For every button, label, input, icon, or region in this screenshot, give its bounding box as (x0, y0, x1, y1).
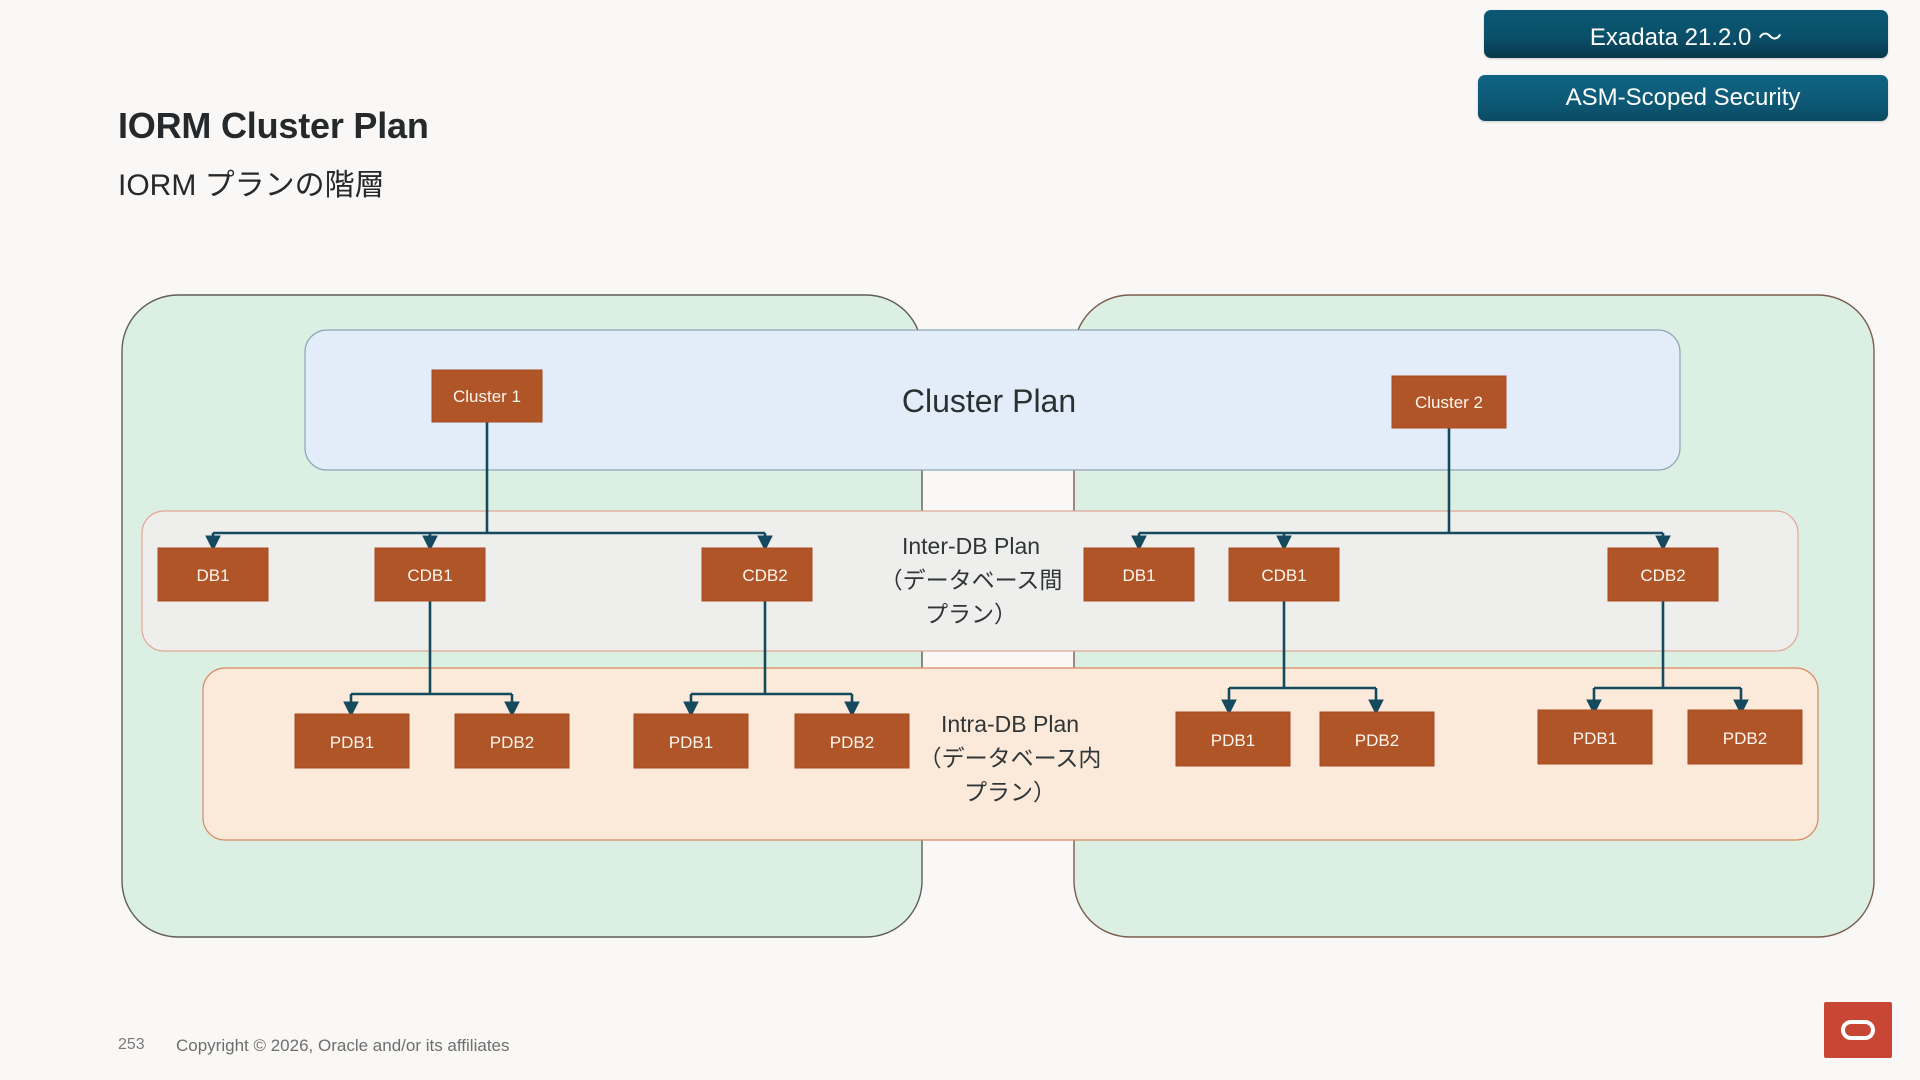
band-inter-db-plan-label-en: Inter-DB Plan (902, 533, 1040, 559)
node-c1-cdb2-pdb1-label: PDB1 (669, 733, 713, 752)
node-c1-cdb2-pdb1[interactable]: PDB1 (633, 713, 749, 769)
band-intra-db-plan (202, 667, 1819, 841)
node-c2-cdb2-pdb2-label: PDB2 (1723, 729, 1767, 748)
node-c1-cdb2-pdb2[interactable]: PDB2 (794, 713, 910, 769)
node-cluster-1-label: Cluster 1 (453, 387, 521, 406)
node-c2-cdb1[interactable]: CDB1 (1228, 547, 1340, 602)
node-c1-db1[interactable]: DB1 (157, 547, 269, 602)
node-c2-cdb2[interactable]: CDB2 (1607, 547, 1719, 602)
band-cluster-plan-label: Cluster Plan (902, 383, 1076, 419)
band-inter-db-plan-label-ja-1: （データベース間 (880, 567, 1063, 593)
band-intra-db-plan-label-ja-2: プラン） (964, 779, 1056, 805)
oracle-logo (1824, 1002, 1892, 1058)
band-intra-db-plan-label-ja-1: （データベース内 (919, 745, 1102, 771)
page-subtitle: IORM プランの階層 (118, 169, 385, 202)
badge-exadata-version: Exadata 21.2.0 ～ (1484, 10, 1888, 58)
footer-page-number: 253 (118, 1036, 145, 1053)
node-c2-cdb2-pdb1-label: PDB1 (1573, 729, 1617, 748)
node-c2-cdb1-pdb1-label: PDB1 (1211, 731, 1255, 750)
page-title: IORM Cluster Plan (118, 105, 429, 146)
badge-asm-scoped-security: ASM-Scoped Security (1478, 75, 1888, 121)
node-c1-cdb1-pdb2[interactable]: PDB2 (454, 713, 570, 769)
node-c1-db1-label: DB1 (196, 566, 229, 585)
node-cluster-1[interactable]: Cluster 1 (431, 369, 543, 423)
node-c2-cdb1-pdb1[interactable]: PDB1 (1175, 711, 1291, 767)
node-c2-cdb1-pdb2-label: PDB2 (1355, 731, 1399, 750)
band-inter-db-plan (141, 510, 1799, 652)
node-c1-cdb2-label: CDB2 (742, 566, 787, 585)
node-c1-cdb1-pdb1[interactable]: PDB1 (294, 713, 410, 769)
node-c1-cdb2-pdb2-label: PDB2 (830, 733, 874, 752)
footer-copyright: Copyright © 2026, Oracle and/or its affi… (176, 1036, 510, 1055)
band-intra-db-plan-label-en: Intra-DB Plan (941, 711, 1079, 737)
node-c1-cdb1-pdb2-label: PDB2 (490, 733, 534, 752)
band-inter-db-plan-label-ja-2: プラン） (925, 601, 1017, 627)
node-c2-db1[interactable]: DB1 (1083, 547, 1195, 602)
node-cluster-2[interactable]: Cluster 2 (1391, 375, 1507, 429)
node-c1-cdb2[interactable]: CDB2 (701, 547, 813, 602)
node-c2-cdb2-pdb1[interactable]: PDB1 (1537, 709, 1653, 765)
band-cluster-plan (304, 329, 1681, 471)
node-c2-cdb1-label: CDB1 (1261, 566, 1306, 585)
node-c1-cdb1-label: CDB1 (407, 566, 452, 585)
node-c2-cdb1-pdb2[interactable]: PDB2 (1319, 711, 1435, 767)
node-cluster-2-label: Cluster 2 (1415, 393, 1483, 412)
node-c1-cdb1[interactable]: CDB1 (374, 547, 486, 602)
node-c2-cdb2-pdb2[interactable]: PDB2 (1687, 709, 1803, 765)
node-c1-cdb1-pdb1-label: PDB1 (330, 733, 374, 752)
node-c2-cdb2-label: CDB2 (1640, 566, 1685, 585)
oracle-logo-ring (1841, 1020, 1875, 1040)
node-c2-db1-label: DB1 (1122, 566, 1155, 585)
